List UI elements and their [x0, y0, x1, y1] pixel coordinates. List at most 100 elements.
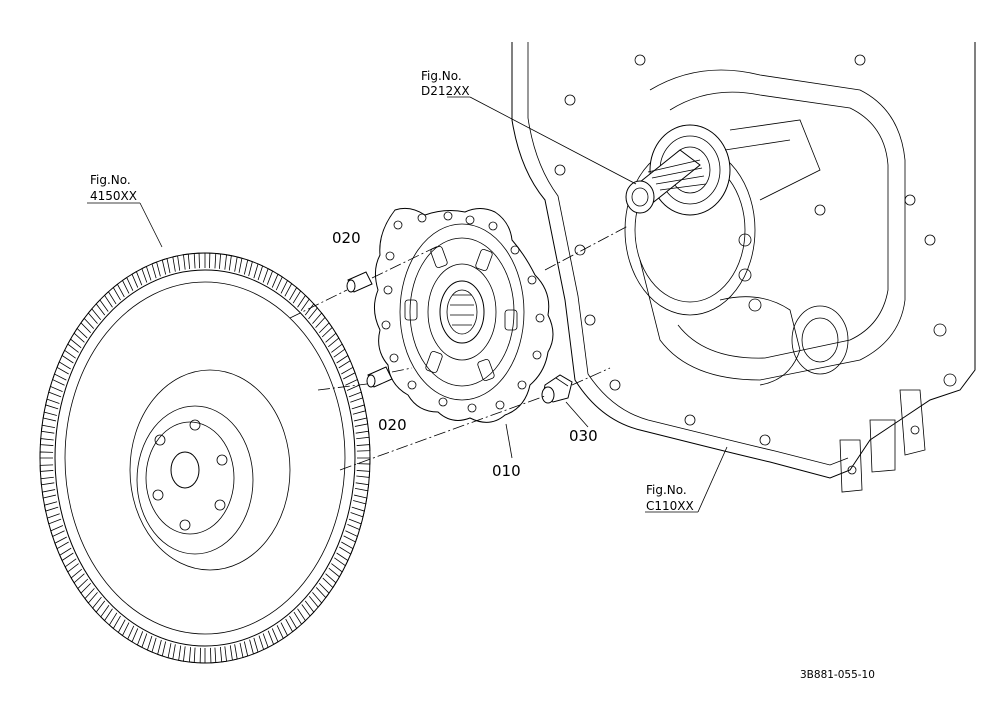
part-label-010: 010 [492, 462, 521, 480]
gear-tooth [87, 308, 102, 324]
figure-ref-4150: Fig.No. 4150XX [90, 173, 137, 203]
fig-4150-caption: Fig.No. [90, 173, 131, 187]
flywheel-ring-gear-teeth [39, 252, 371, 664]
gear-tooth [161, 257, 171, 275]
leader-lines [87, 96, 728, 513]
gear-tooth [61, 349, 76, 364]
gear-tooth [267, 628, 279, 646]
gear-tooth [331, 343, 346, 358]
gear-tooth [234, 256, 243, 273]
gear-tooth [73, 327, 88, 343]
gear-tooth [322, 573, 337, 589]
gear-tooth [70, 568, 85, 584]
gear-tooth [304, 303, 318, 320]
gear-tooth [285, 615, 298, 633]
assembly-center-lines [289, 225, 629, 471]
gear-tooth [318, 322, 333, 338]
gear-tooth [39, 464, 54, 472]
gear-tooth [350, 506, 365, 518]
gear-tooth [353, 494, 368, 505]
gear-tooth [48, 385, 63, 398]
gear-tooth [188, 647, 196, 664]
gear-tooth [108, 612, 121, 630]
gear-tooth [343, 530, 358, 543]
gear-tooth [127, 625, 139, 643]
gear-tooth [104, 291, 117, 308]
gear-tooth [84, 588, 98, 604]
gear-tooth [40, 424, 56, 434]
drawing-code: 3B881-055-10 [800, 669, 875, 681]
gear-tooth [239, 641, 249, 659]
gear-tooth [297, 294, 310, 311]
gear-tooth [347, 518, 362, 531]
gear-tooth [39, 451, 54, 459]
gear-tooth [131, 270, 143, 288]
gear-tooth [229, 644, 238, 661]
gear-tooth [112, 283, 125, 301]
gear-tooth [54, 536, 69, 550]
part-label-020-bottom: 020 [378, 416, 407, 434]
gear-tooth [172, 255, 181, 272]
gear-tooth [46, 513, 62, 525]
gear-tooth [80, 317, 95, 334]
gear-tooth [328, 563, 343, 578]
bolt-030 [541, 374, 573, 404]
gear-tooth [117, 619, 130, 637]
gear-tooth [77, 578, 92, 594]
gear-tooth [356, 444, 371, 452]
gear-tooth [271, 273, 283, 291]
gear-tooth [334, 552, 349, 567]
gear-tooth [312, 312, 326, 328]
gear-tooth [95, 299, 109, 316]
gear-tooth [249, 637, 259, 655]
gear-tooth [336, 354, 351, 369]
gear-tooth [178, 645, 186, 662]
gear-tooth [293, 608, 306, 625]
gear-tooth [64, 558, 79, 573]
gear-tooth [258, 633, 269, 651]
gear-tooth [42, 411, 57, 422]
gear-tooth [67, 338, 82, 353]
gear-tooth [59, 547, 74, 562]
gear-tooth [243, 259, 253, 277]
gear-tooth [52, 373, 67, 386]
gear-tooth [356, 457, 371, 465]
gear-tooth [353, 417, 369, 427]
gear-tooth [301, 600, 315, 617]
gear-tooth [356, 470, 371, 478]
gear-tooth [351, 404, 367, 415]
dowel-pin-020-top [346, 271, 373, 293]
part-label-030: 030 [569, 427, 598, 445]
gear-tooth [325, 332, 340, 348]
fig-c110-number: C110XX [646, 499, 694, 513]
transmission-housing [511, 42, 976, 493]
gear-tooth [45, 398, 60, 410]
dowel-pin-020-bottom [366, 366, 393, 388]
gear-tooth [40, 476, 55, 486]
gear-tooth [355, 430, 370, 440]
gear-tooth [151, 261, 161, 279]
gear-tooth [136, 631, 148, 648]
gear-tooth [289, 286, 302, 304]
gear-tooth [183, 253, 191, 270]
gear-tooth [354, 482, 370, 492]
gear-tooth [210, 647, 217, 664]
gear-tooth [345, 378, 360, 391]
gear-tooth [199, 647, 206, 664]
gear-tooth [141, 265, 152, 283]
gear-tooth [315, 582, 330, 599]
gear-tooth [121, 276, 134, 294]
gear-tooth [157, 639, 167, 657]
gear-tooth [43, 501, 59, 512]
gear-tooth [39, 438, 54, 446]
gear-tooth [280, 279, 293, 297]
gear-tooth [276, 622, 289, 640]
figure-ref-d212: Fig.No. D212XX [421, 69, 470, 98]
figure-ref-c110: Fig.No. C110XX [646, 483, 694, 513]
gear-tooth [50, 525, 65, 538]
gear-tooth [56, 361, 71, 375]
gear-tooth [193, 252, 200, 269]
gear-tooth [219, 646, 227, 663]
gear-tooth [41, 489, 57, 499]
gear-tooth [92, 596, 106, 613]
